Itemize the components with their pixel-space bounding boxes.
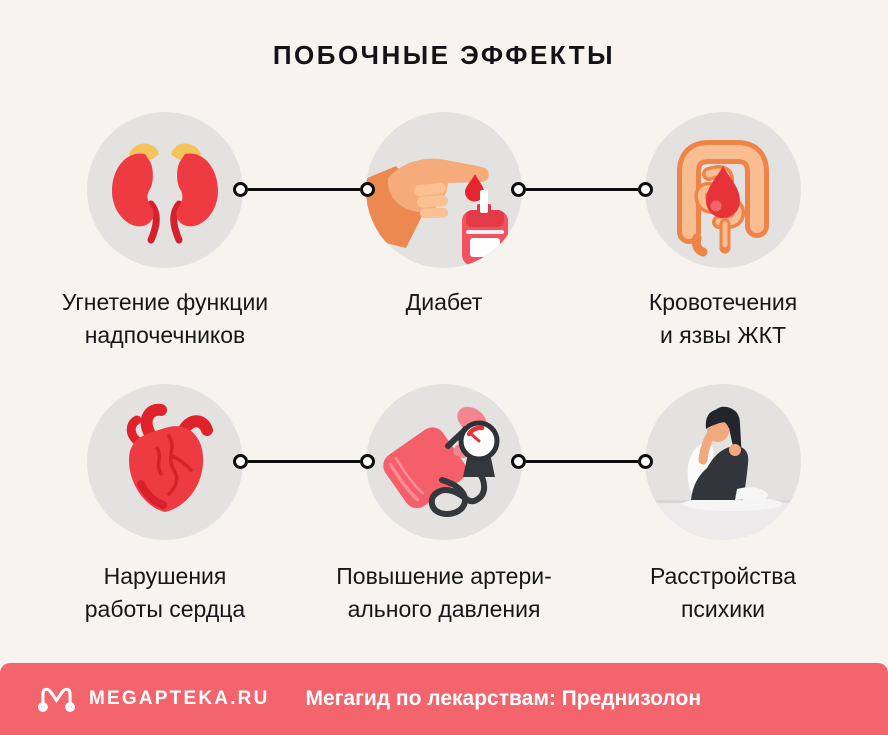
connector-dot <box>511 454 526 469</box>
effect-circle-psyche <box>645 384 801 540</box>
depressed-person-icon <box>645 406 801 540</box>
blood-pressure-icon <box>383 406 500 517</box>
effect-circle-adrenal <box>87 112 243 268</box>
connector-dot <box>360 454 375 469</box>
effect-label-gi: Кровотечения и язвы ЖКТ <box>648 289 798 348</box>
effect-circle-blood-pressure <box>366 384 522 540</box>
connector-dot <box>233 182 248 197</box>
effect-label-heart: Нарушения работы сердца <box>84 563 246 622</box>
connector-dot <box>511 182 526 197</box>
effect-label-diabetes: Диабет <box>405 289 483 315</box>
connector-line <box>511 454 653 469</box>
effect-label-blood-pressure: Повышение артери- ального давления <box>336 563 552 622</box>
megapteka-logo-icon <box>38 684 75 714</box>
intestines-icon <box>677 140 769 257</box>
effect-label-psyche: Расстройства психики <box>649 563 797 622</box>
kidneys-icon <box>112 143 218 244</box>
brand-name: MEGAPTEKA.RU <box>89 688 270 709</box>
connector-dot <box>233 454 248 469</box>
footer-bar: MEGAPTEKA.RU Мегагид по лекарствам: Пред… <box>0 663 888 735</box>
effect-circle-gi <box>645 112 801 268</box>
heart-icon <box>126 403 213 512</box>
effect-label-adrenal: Угнетение функции надпочечников <box>61 289 269 348</box>
effect-circle-diabetes <box>366 112 522 268</box>
connector-line <box>233 454 375 469</box>
connector-dot <box>360 182 375 197</box>
diabetes-hand-icon <box>366 158 508 266</box>
connector-line <box>233 182 375 197</box>
page-title: ПОБОЧНЫЕ ЭФФЕКТЫ <box>272 40 616 70</box>
footer-tagline: Мегагид по лекарствам: Преднизолон <box>305 687 701 710</box>
effect-circle-heart <box>87 384 243 540</box>
connector-line <box>511 182 653 197</box>
connector-dot <box>638 182 653 197</box>
connector-dot <box>638 454 653 469</box>
